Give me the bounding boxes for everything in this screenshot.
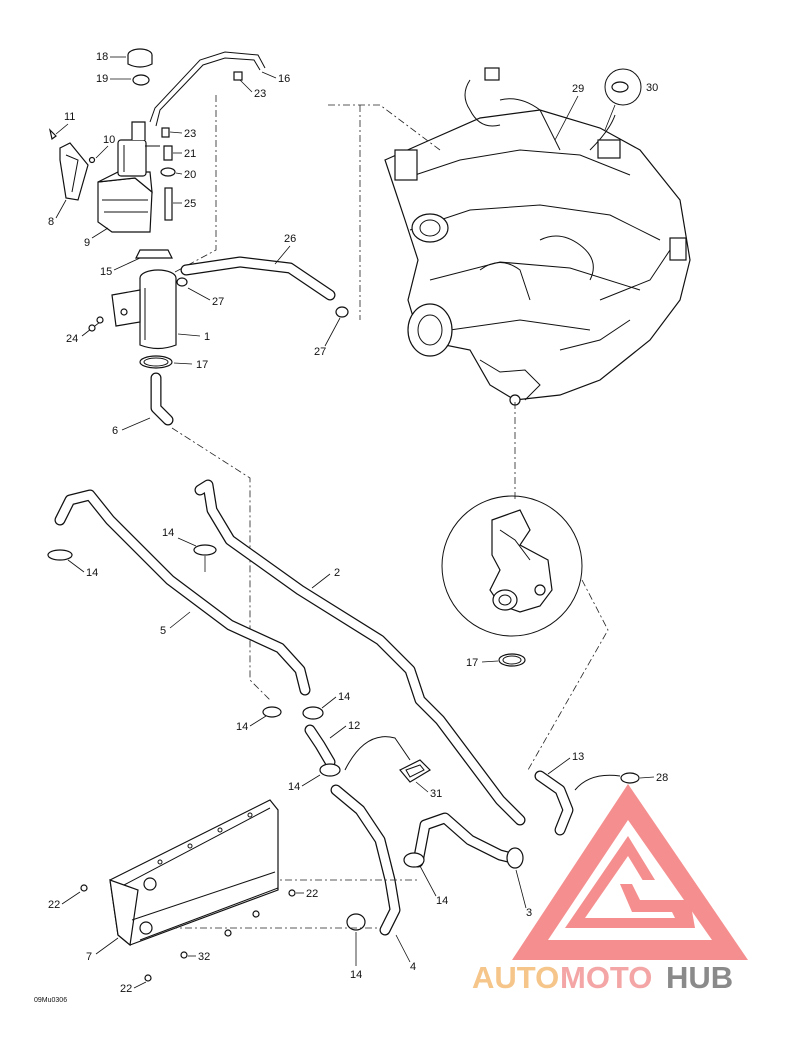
clamp-14-c [262,706,282,718]
callout-4: 4 [410,961,416,973]
callout-16: 16 [278,73,290,85]
clamp-14-left [47,549,73,561]
thermostat-housing [489,509,553,613]
callout-27-lower: 27 [314,346,326,358]
callout-14-e: 14 [288,781,300,793]
clamp-14-mid [193,544,217,556]
callout-27-upper: 27 [212,296,224,308]
callout-8: 8 [48,216,54,228]
callout-24: 24 [66,333,78,345]
callout-30: 30 [646,82,658,94]
callout-7: 7 [86,951,92,963]
clamp-14-g [346,913,366,931]
vent-hose [149,51,266,123]
callout-15: 15 [100,266,112,278]
callout-14-a: 14 [86,567,98,579]
callout-32: 32 [198,951,210,963]
watermark-auto: AUTO [472,960,559,995]
callout-18: 18 [96,51,108,63]
thermostat-detail-circle [441,495,583,637]
reservoir-cap [127,48,153,68]
callout-22-bottom: 22 [120,983,132,995]
callout-31: 31 [430,788,442,800]
callout-3: 3 [526,907,532,919]
callout-2: 2 [334,567,340,579]
callout-20: 20 [184,169,196,181]
callout-19: 19 [96,73,108,85]
callout-14-d: 14 [338,691,350,703]
callout-22-right: 22 [306,888,318,900]
gasket-31 [399,759,431,783]
callout-14-b: 14 [162,527,174,539]
callout-13: 13 [572,751,584,763]
callout-23-lower: 23 [184,128,196,140]
clamp-14-d [302,706,324,720]
callout-14-c: 14 [236,721,248,733]
pressure-cap [135,249,173,259]
drawing-code: 09Mu0306 [34,997,67,1004]
clamp-14-f [403,852,425,868]
callout-23-upper: 23 [254,88,266,100]
callout-29: 29 [572,83,584,95]
callout-14-f: 14 [436,895,448,907]
callout-14-g: 14 [350,969,362,981]
callout-12: 12 [348,720,360,732]
cap-gasket [132,74,150,86]
callout-22-left: 22 [48,899,60,911]
watermark-moto: MOTO [560,960,652,995]
callout-6: 6 [112,425,118,437]
clamp-14-e [319,763,341,777]
watermark-logo [512,784,748,960]
filler-neck [111,269,177,350]
engine-assembly [384,67,691,406]
watermark-hub: HUB [666,960,733,995]
callout-28: 28 [656,772,668,784]
callout-5: 5 [160,625,166,637]
callout-17-lower: 17 [466,657,478,669]
radiator [109,799,279,947]
callout-17-upper: 17 [196,359,208,371]
callout-9: 9 [84,237,90,249]
clamp-28 [620,772,640,784]
callout-1: 1 [204,331,210,343]
detail-circle-30 [604,68,642,106]
callout-25: 25 [184,198,196,210]
callout-11: 11 [64,111,75,123]
callout-26: 26 [284,233,296,245]
radiator-hose-2 [194,479,526,826]
coolant-reservoir [97,121,160,233]
callout-21: 21 [184,148,196,160]
reservoir-strap [59,142,89,201]
callout-10: 10 [103,134,115,146]
